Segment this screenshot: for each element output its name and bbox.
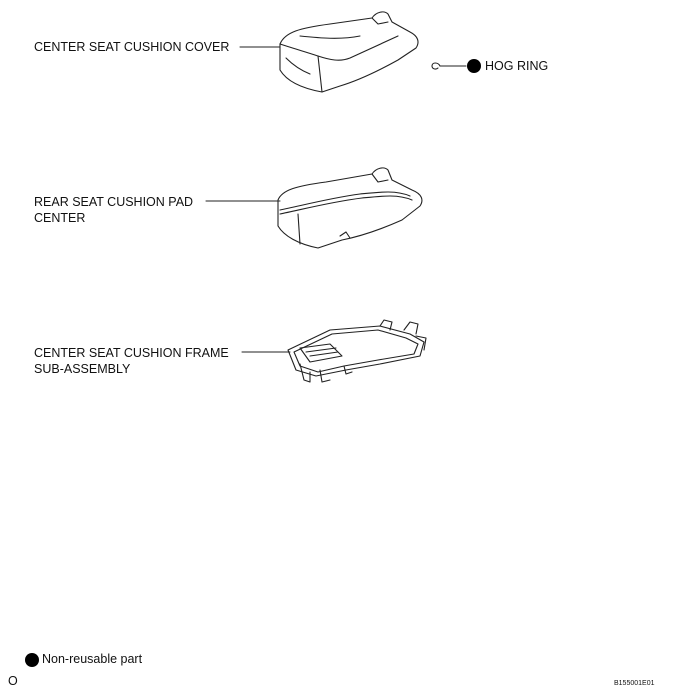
rear-seat-cushion-pad-label-line2: CENTER <box>34 211 86 225</box>
seat-cushion-cover-drawing <box>279 11 419 93</box>
seat-cushion-pad-drawing <box>277 167 423 249</box>
non-reusable-marker-icon <box>467 59 481 73</box>
legend-non-reusable-icon <box>25 653 39 667</box>
legend-non-reusable-label: Non-reusable part <box>42 652 143 666</box>
figure-code: B155001E01 <box>614 680 655 687</box>
hog-ring-label: HOG RING <box>485 59 549 73</box>
rear-seat-cushion-pad-label-line1: REAR SEAT CUSHION PAD <box>34 195 194 209</box>
hog-ring-icon <box>431 62 441 70</box>
center-seat-cushion-frame-label-line1: CENTER SEAT CUSHION FRAME <box>34 346 229 360</box>
center-seat-cushion-cover-label: CENTER SEAT CUSHION COVER <box>34 40 230 54</box>
center-seat-cushion-frame-label-line2: SUB-ASSEMBLY <box>34 362 131 376</box>
page-mark: O <box>8 674 18 688</box>
seat-cushion-frame-drawing <box>287 319 427 383</box>
